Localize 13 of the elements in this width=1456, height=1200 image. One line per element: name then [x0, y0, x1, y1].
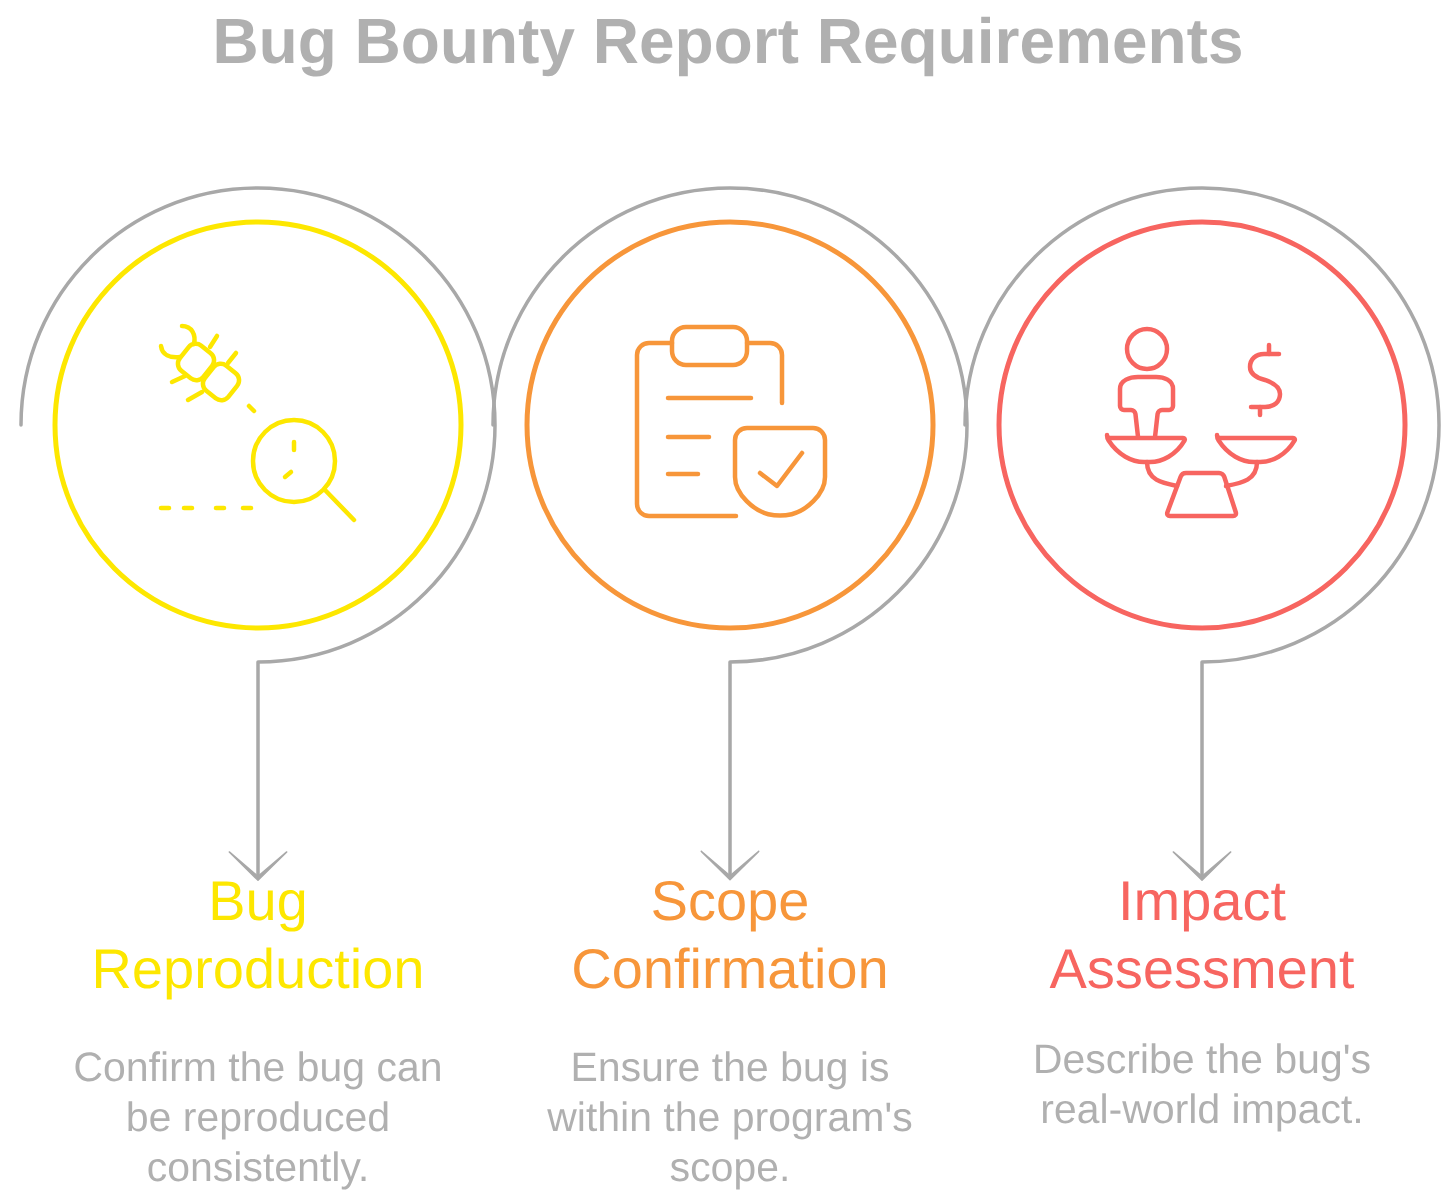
step-description: Describe the bug's real-world impact. — [1036, 1043, 1370, 1132]
step-title: Impact Assessment — [1049, 881, 1355, 989]
step-title: Bug Reproduction — [96, 881, 421, 1000]
step-circle — [52, 219, 464, 631]
step-circle — [996, 219, 1408, 631]
step-description: Confirm the bug can be reproduced consistently. — [75, 1051, 440, 1190]
arrow — [963, 186, 1441, 882]
step-circle — [524, 219, 936, 631]
arrow — [19, 186, 497, 882]
title: Bug Bounty Report Requirements — [216, 16, 1241, 77]
arrow — [491, 186, 969, 881]
step-title: Scope Confirmation — [574, 880, 886, 989]
step-description: Ensure the bug is within the program's scope. — [547, 1051, 912, 1190]
